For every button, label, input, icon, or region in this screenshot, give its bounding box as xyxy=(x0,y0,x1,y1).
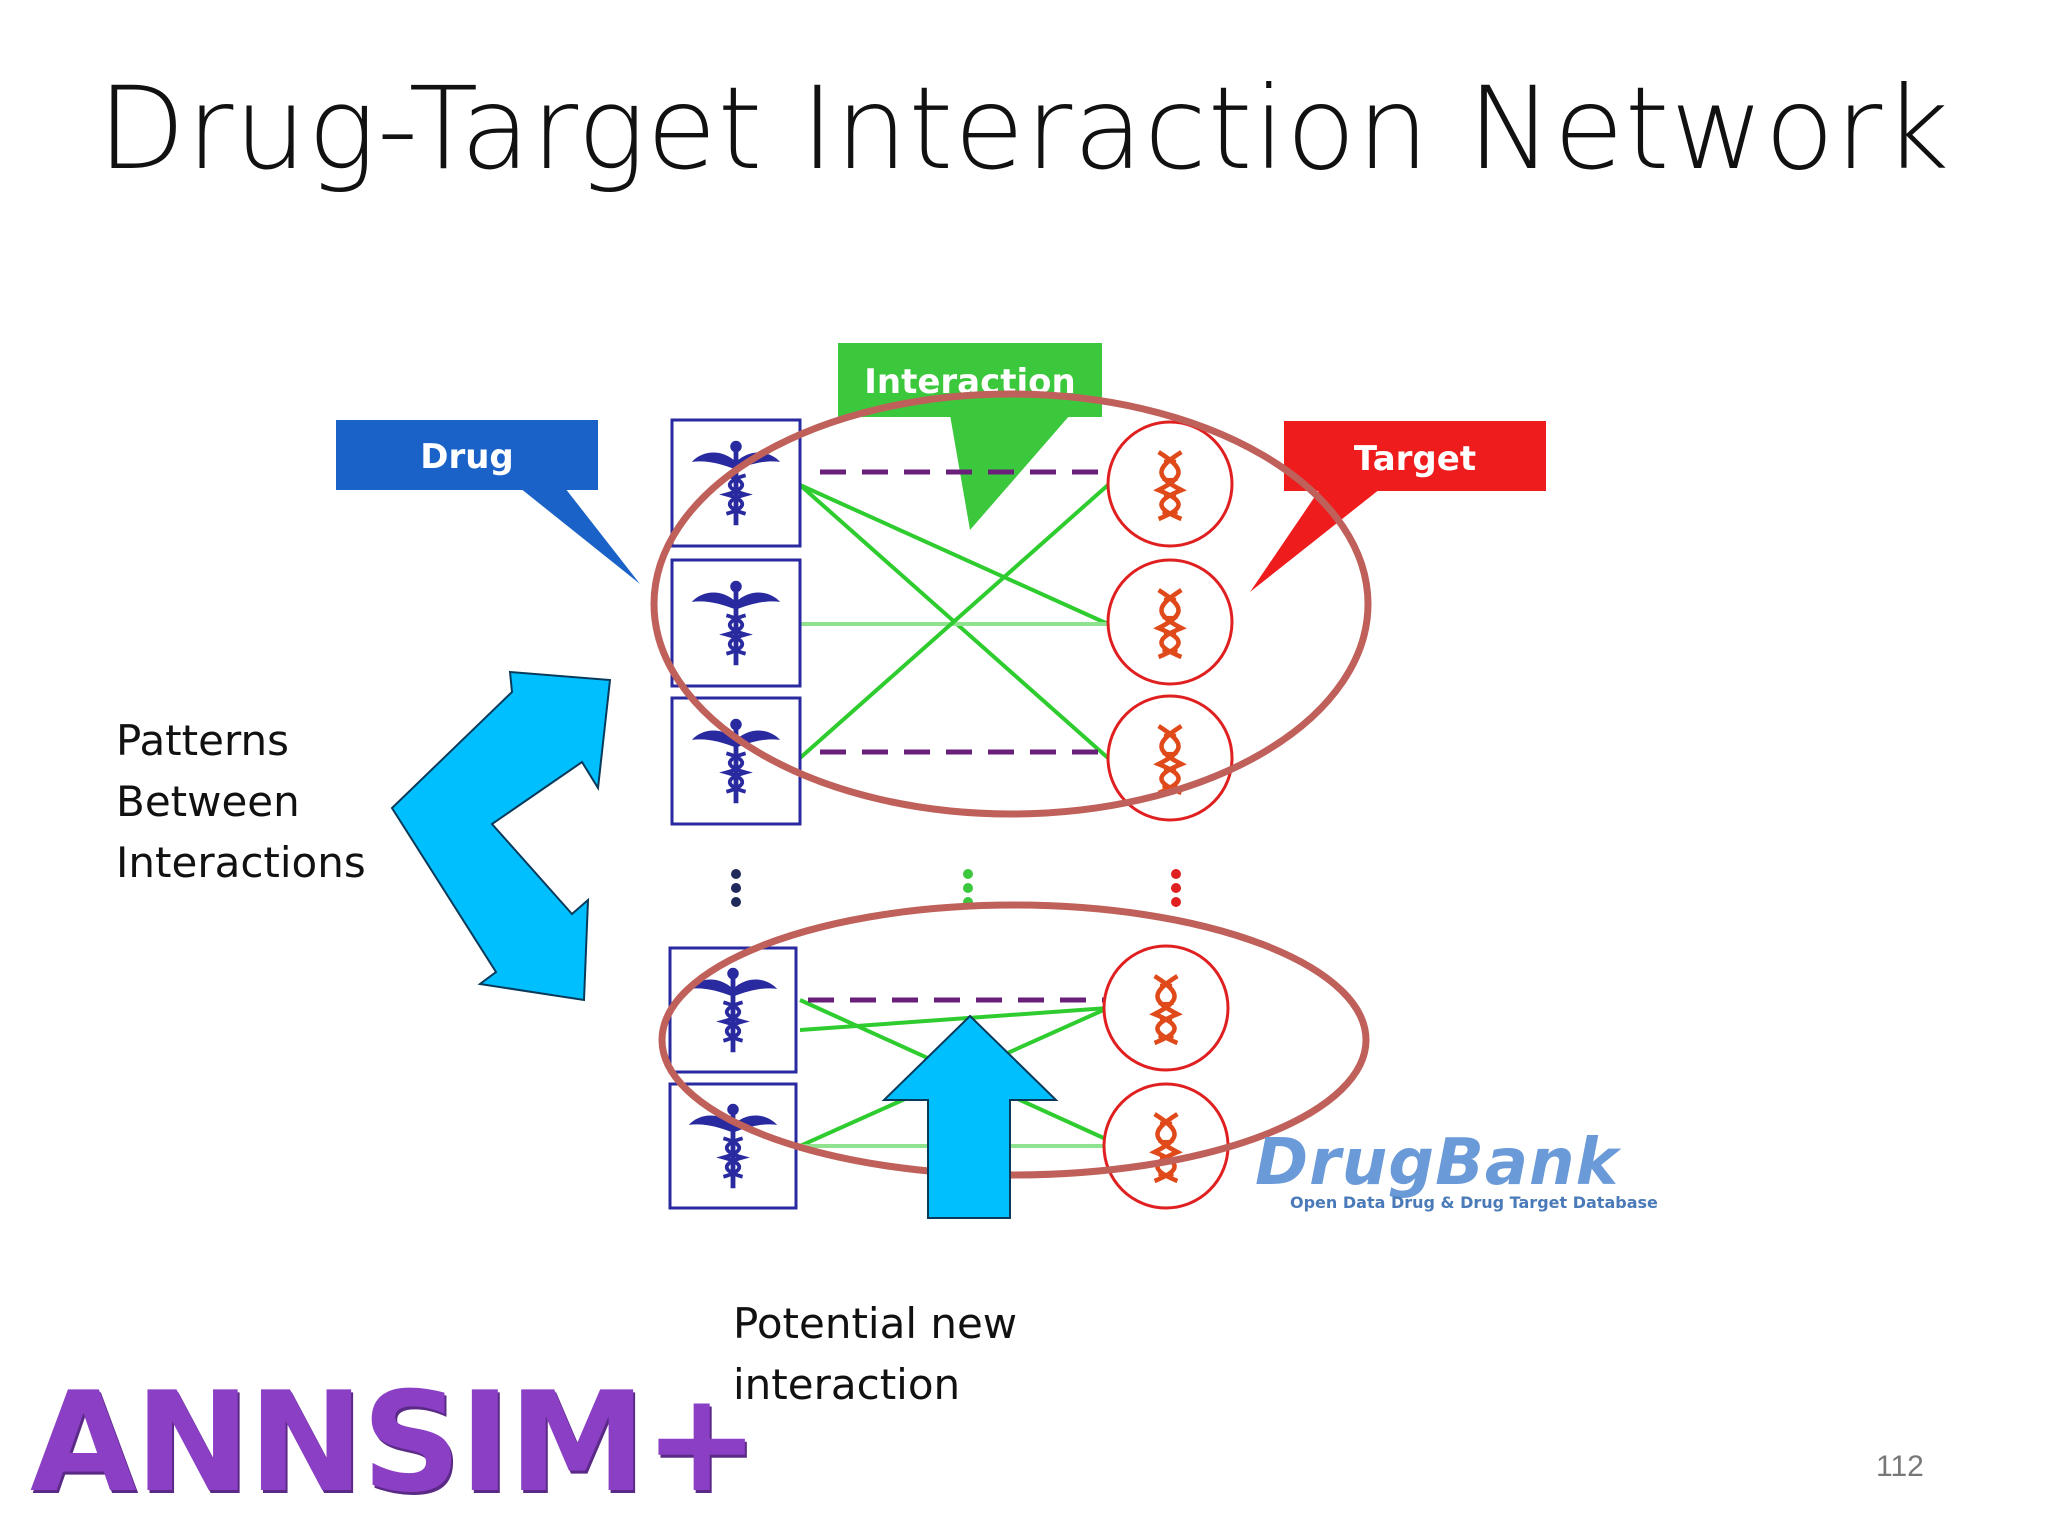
slide-title: Drug-Target Interaction Network xyxy=(97,62,1951,195)
page-number: 112 xyxy=(1876,1450,1924,1483)
drug-node xyxy=(670,558,802,688)
target-callout-pointer xyxy=(1250,489,1380,592)
drug-node xyxy=(668,1082,798,1210)
drugbank-tagline: Open Data Drug & Drug Target Database xyxy=(1290,1193,1658,1212)
target-node xyxy=(1106,420,1234,548)
edge-drug3-target1 xyxy=(798,483,1110,760)
potential-annotation: Potential new interaction xyxy=(733,1293,1017,1415)
top-highlight-ellipse xyxy=(650,390,1372,818)
edge-drug1-target2 xyxy=(799,483,1109,626)
drugbank-logo: DrugBank Open Data Drug & Drug Target Da… xyxy=(1255,1126,1658,1212)
continuation-dots xyxy=(731,869,1181,907)
target-node xyxy=(1102,944,1230,1072)
drug-callout-box xyxy=(336,420,598,490)
potential-interaction-arrow xyxy=(881,1014,1059,1219)
patterns-line-1: Patterns xyxy=(116,716,289,765)
interaction-callout: Interaction xyxy=(838,343,1102,530)
target-column-dots xyxy=(1171,869,1181,907)
target-callout-box xyxy=(1284,421,1546,491)
patterns-annotation: Patterns Between Interactions xyxy=(116,710,366,893)
drug-callout-pointer xyxy=(520,488,640,584)
dashed-edges xyxy=(808,469,1110,1003)
annsim-logo: ANNSIM+ xyxy=(30,1362,759,1523)
target-node xyxy=(1106,694,1234,822)
bottom-highlight-ellipse xyxy=(658,901,1370,1179)
known-interaction-edges xyxy=(798,483,1110,1148)
target-nodes xyxy=(1102,420,1234,1210)
patterns-line-2: Between xyxy=(116,777,300,826)
potential-line-1: Potential new xyxy=(733,1299,1018,1348)
interaction-column-dots xyxy=(963,869,973,907)
drug-callout: Drug xyxy=(336,420,640,584)
target-node xyxy=(1106,558,1234,686)
drugbank-wordmark: DrugBank xyxy=(1255,1126,1622,1200)
target-callout: Target xyxy=(1250,421,1546,592)
target-node xyxy=(1102,1082,1230,1210)
potential-line-2: interaction xyxy=(733,1360,961,1409)
drug-column-dots xyxy=(731,869,741,907)
edge-drug4-target4 xyxy=(799,1006,1109,1032)
drug-callout-label: Drug xyxy=(420,437,514,477)
patterns-line-3: Interactions xyxy=(116,838,366,887)
patterns-bracket-arrow xyxy=(390,670,612,1002)
drug-node xyxy=(670,418,802,548)
target-callout-label: Target xyxy=(1354,439,1476,479)
drug-node xyxy=(668,946,798,1074)
